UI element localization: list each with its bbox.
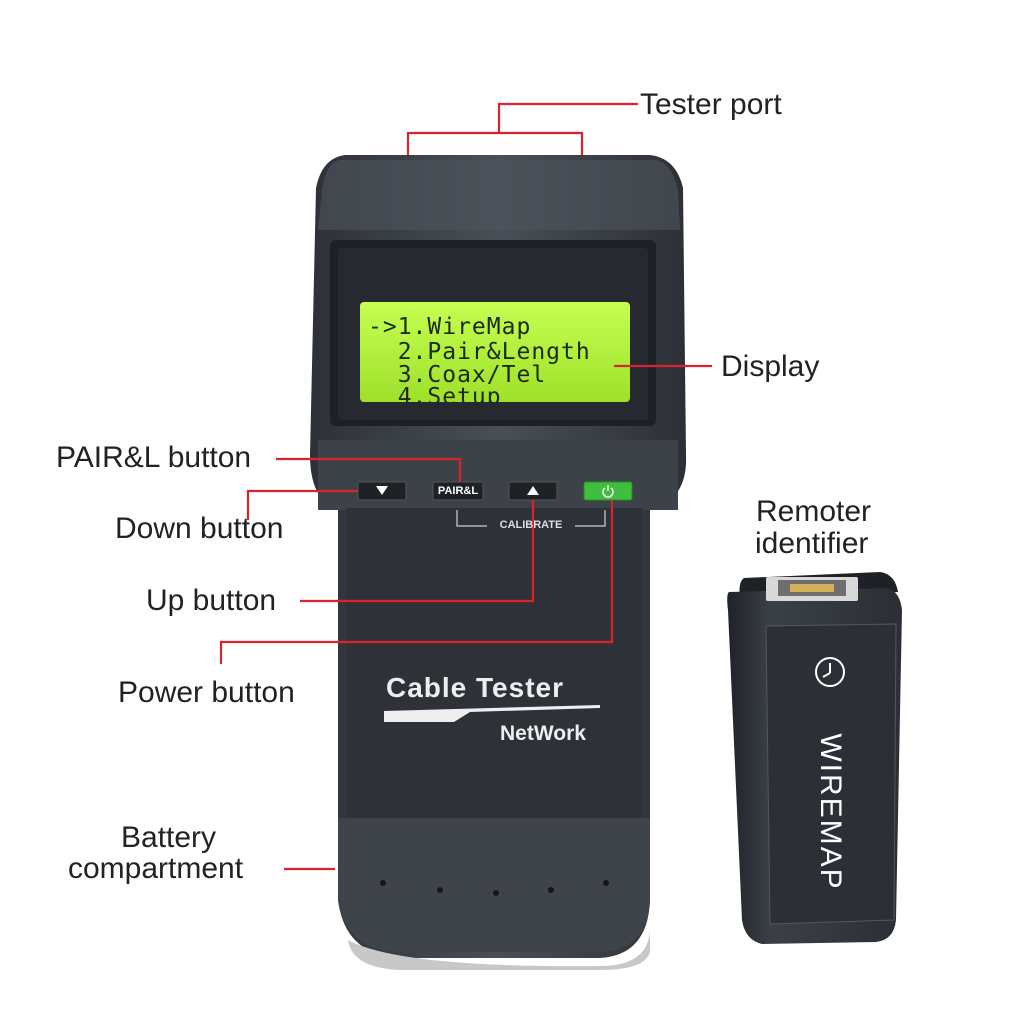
- label-remote-line1: Remoter: [756, 495, 872, 528]
- pair-l-button[interactable]: [432, 481, 484, 501]
- tester-body: [310, 155, 687, 970]
- rj45-port-icon: [766, 577, 858, 601]
- label-tester-port: Tester port: [640, 88, 782, 121]
- pair-l-key-label: PAIR&L: [437, 485, 479, 497]
- remote-power-icon: [815, 657, 845, 687]
- callout-pair-l: [276, 457, 462, 482]
- callout-down: [246, 489, 358, 520]
- label-battery-line2: compartment: [68, 852, 244, 885]
- label-down-button: Down button: [115, 512, 284, 545]
- label-up-button: Up button: [146, 584, 277, 617]
- brand-swoosh: [384, 705, 600, 722]
- brand-main: Cable Tester: [386, 672, 564, 703]
- power-icon: [602, 485, 614, 498]
- remote-wiremap-label: WIREMAP: [814, 733, 847, 891]
- keypad: [357, 481, 633, 527]
- calibrate-label: CALIBRATE: [499, 519, 563, 531]
- label-power-button: Power button: [118, 676, 295, 709]
- label-display: Display: [721, 350, 820, 383]
- label-battery-line1: Battery: [121, 821, 217, 854]
- lcd-line-4: 4.Setup: [368, 384, 502, 402]
- brand-sub: NetWork: [500, 722, 586, 745]
- lcd-screen: [360, 302, 630, 402]
- label-pair-l-button: PAIR&L button: [56, 441, 252, 474]
- callout-up: [300, 500, 535, 603]
- label-remote-line2: identifier: [755, 527, 869, 560]
- lcd-line-3: 3.Coax/Tel: [368, 362, 547, 388]
- down-arrow-icon: [376, 486, 388, 495]
- callout-lines: [219, 102, 712, 871]
- lcd-line-2: 2.Pair&Length: [368, 339, 591, 365]
- callout-tester-port: [406, 102, 638, 155]
- lcd-line-1: ->1.WireMap: [368, 314, 532, 340]
- battery-vents: [380, 880, 609, 896]
- callout-power: [219, 500, 614, 664]
- remote-unit: [727, 572, 902, 944]
- up-arrow-icon: [527, 486, 539, 495]
